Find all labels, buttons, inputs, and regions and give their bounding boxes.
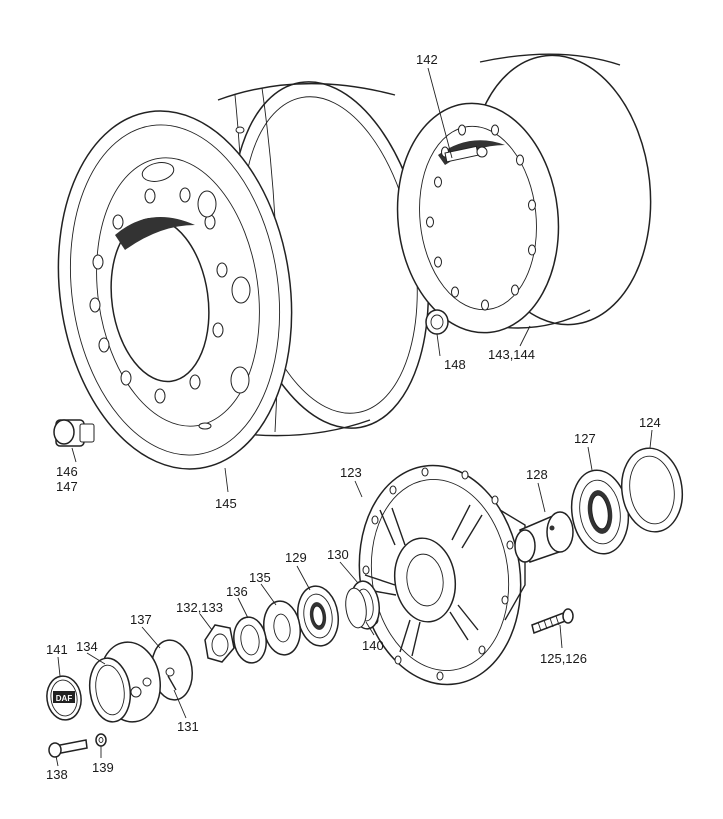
washer-135 xyxy=(263,600,301,656)
label-143-144: 143,144 xyxy=(488,347,535,362)
seal-130 xyxy=(345,580,381,630)
hub-cap-badge-141: DAF xyxy=(46,675,82,721)
label-135: 135 xyxy=(249,570,271,585)
label-137: 137 xyxy=(130,612,152,627)
label-138: 138 xyxy=(46,767,68,782)
label-125-126: 125,126 xyxy=(540,651,587,666)
label-140: 140 xyxy=(362,638,384,653)
label-132-133: 132,133 xyxy=(176,600,223,615)
label-127: 127 xyxy=(574,431,596,446)
leader-lines xyxy=(55,67,653,767)
ring-136 xyxy=(233,616,267,664)
label-128: 128 xyxy=(526,467,548,482)
hub-cap-brand-text: DAF xyxy=(56,694,73,703)
seal-124 xyxy=(620,447,684,533)
label-134: 134 xyxy=(76,639,98,654)
label-146: 146 xyxy=(56,464,78,479)
bearing-127 xyxy=(570,469,630,555)
label-136: 136 xyxy=(226,584,248,599)
label-148: 148 xyxy=(444,357,466,372)
hub-nut-132-133 xyxy=(204,624,235,663)
label-129: 129 xyxy=(285,550,307,565)
part-labels: 142 143,144 148 145 146 147 123 124 127 … xyxy=(46,52,661,782)
bolt-138 xyxy=(48,739,88,758)
bearing-cone-128 xyxy=(514,511,574,563)
hub-123 xyxy=(358,464,526,686)
label-142: 142 xyxy=(416,52,438,67)
wheel-stud-125-126 xyxy=(531,608,574,635)
label-147: 147 xyxy=(56,479,78,494)
label-130: 130 xyxy=(327,547,349,562)
rim-ring-143-144 xyxy=(396,53,652,334)
wheel-nut-146-147 xyxy=(53,419,95,447)
washer-139 xyxy=(95,733,107,747)
wheel-rim-145 xyxy=(57,81,430,470)
spacer-148 xyxy=(425,309,449,335)
label-124: 124 xyxy=(639,415,661,430)
label-141: 141 xyxy=(46,642,68,657)
label-145: 145 xyxy=(215,496,237,511)
label-123: 123 xyxy=(340,465,362,480)
bearing-129 xyxy=(297,585,339,647)
hub-cap-134 xyxy=(88,641,161,723)
label-139: 139 xyxy=(92,760,114,775)
label-131: 131 xyxy=(177,719,199,734)
lock-plate-137 xyxy=(151,639,193,701)
